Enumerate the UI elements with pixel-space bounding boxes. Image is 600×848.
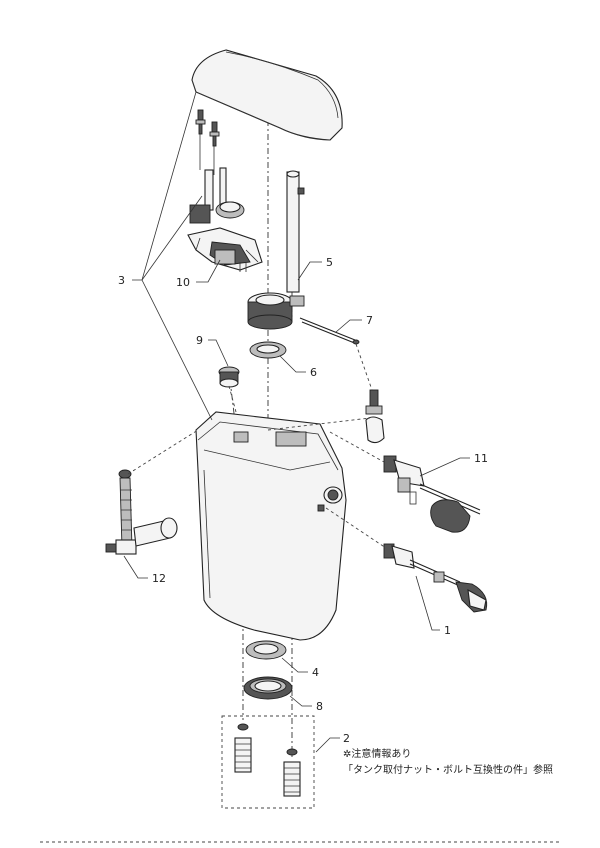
- callout-4: 4: [312, 666, 319, 679]
- gasket-ring-6: [249, 341, 287, 359]
- callout-9: 9: [196, 334, 203, 347]
- callout-labels: 1 2 3 4 5 6 7 8 9 10 11 12: [118, 256, 488, 745]
- gasket-ring-4: [245, 640, 287, 660]
- notes: ✲注意情報あり 「タンク取付ナット・ボルト互換性の件」参照: [343, 747, 553, 776]
- tank-lid: [191, 49, 343, 141]
- flush-valve-assembly: [187, 167, 263, 272]
- leader-lines: [123, 91, 470, 753]
- valve-fitting: [365, 389, 385, 444]
- callout-6: 6: [310, 366, 317, 379]
- float-valve: [383, 455, 481, 533]
- small-bolts: [195, 109, 220, 175]
- rod: [299, 317, 360, 345]
- callout-7: 7: [366, 314, 373, 327]
- bolt-set-box: [221, 715, 315, 809]
- tank-body: [195, 411, 347, 641]
- flush-lever: [383, 543, 488, 613]
- callout-11: 11: [474, 452, 488, 465]
- stop-valve-hose: [105, 469, 178, 555]
- note-reference: 「タンク取付ナット・ボルト互換性の件」参照: [343, 763, 553, 776]
- callout-5: 5: [326, 256, 333, 269]
- callout-3: 3: [118, 274, 125, 287]
- callout-12: 12: [152, 572, 166, 585]
- callout-10: 10: [176, 276, 190, 289]
- gasket-ring-8: [243, 676, 293, 700]
- callout-8: 8: [316, 700, 323, 713]
- callout-1: 1: [444, 624, 451, 637]
- small-fitting-9: [218, 366, 240, 388]
- note-caution: ✲注意情報あり: [343, 747, 411, 760]
- overflow-pipe: [247, 170, 305, 330]
- callout-2: 2: [343, 732, 350, 745]
